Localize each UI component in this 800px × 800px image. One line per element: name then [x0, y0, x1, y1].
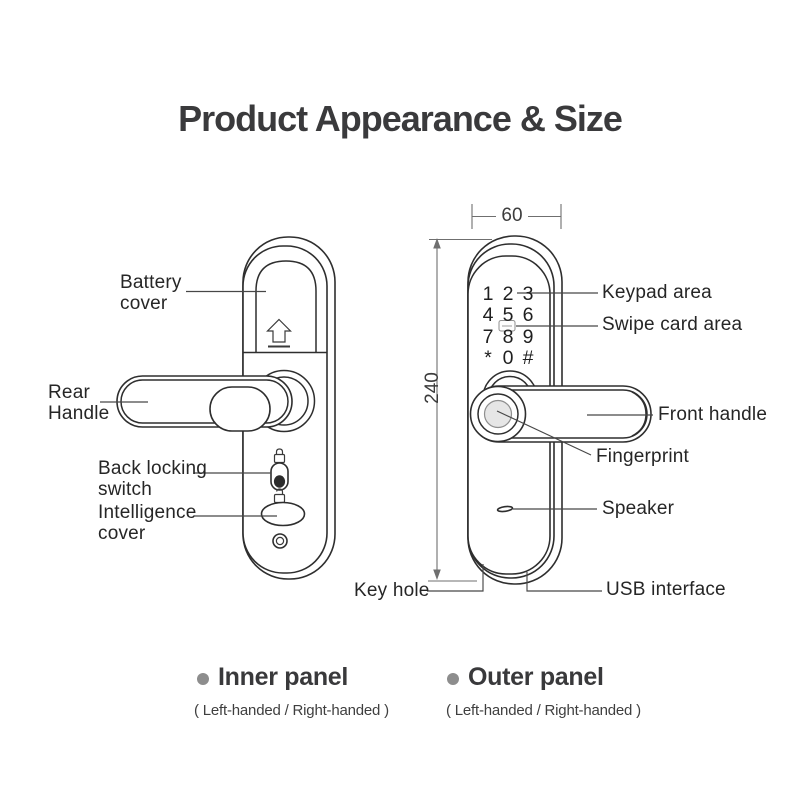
label-speaker: Speaker [602, 498, 675, 519]
keypad-key: 4 [482, 304, 494, 327]
label-swipe-card-area: Swipe card area [602, 314, 743, 335]
label-battery-cover: Battery cover [120, 272, 182, 314]
label-key-hole: Key hole [354, 580, 430, 601]
label-rear-handle: Rear Handle [48, 382, 110, 424]
keypad-key: 8 [502, 325, 514, 348]
outer-panel-handedness: ( Left-handed / Right-handed ) [446, 702, 641, 719]
height-dimension-label: 240 [422, 372, 443, 404]
page-title: Product Appearance & Size [178, 98, 623, 139]
keypad-key: 5 [502, 304, 514, 327]
keypad-key: 2 [502, 283, 514, 305]
keypad-key: # [522, 346, 534, 369]
label-fingerprint: Fingerprint [596, 446, 690, 467]
label-front-handle: Front handle [658, 404, 768, 425]
outer-panel-drawing [467, 235, 652, 585]
label-intelligence-cover: Intelligence cover [98, 502, 197, 544]
keypad-key: 7 [482, 325, 494, 348]
back-locking-switch-shape [270, 462, 289, 491]
keypad-digits: 1 2 3 4 5 6 7 8 9 * 0 # [478, 283, 538, 369]
swipe-card-icon [498, 320, 516, 332]
label-usb-interface: USB interface [606, 579, 726, 600]
keypad-key: 6 [522, 304, 534, 327]
keypad-key: 3 [522, 283, 534, 305]
inner-panel-handedness: ( Left-handed / Right-handed ) [194, 702, 389, 719]
inner-panel-drawing [116, 236, 336, 580]
fingerprint-sensor-icon [469, 385, 527, 443]
keypad-key: 1 [482, 283, 494, 305]
speaker-slot-icon [496, 505, 514, 513]
label-back-locking-switch: Back locking switch [98, 458, 208, 500]
keypad-key: 9 [522, 325, 534, 348]
label-keypad-area: Keypad area [602, 282, 712, 303]
leader-lines [100, 290, 653, 592]
battery-arrow-icon [266, 318, 292, 348]
rear-handle-shape [116, 375, 293, 432]
outer-panel-bullet-icon [447, 673, 459, 685]
intelligence-cover-shape [260, 501, 306, 527]
screw-icon [272, 533, 288, 549]
dimension-lines [428, 204, 562, 582]
inner-panel-bullet-icon [197, 673, 209, 685]
inner-panel-heading: Inner panel [218, 663, 349, 691]
keypad-key: * [484, 346, 492, 369]
keypad-key: 0 [502, 346, 514, 369]
outer-panel-heading: Outer panel [468, 663, 604, 691]
width-dimension-label: 60 [501, 205, 523, 226]
